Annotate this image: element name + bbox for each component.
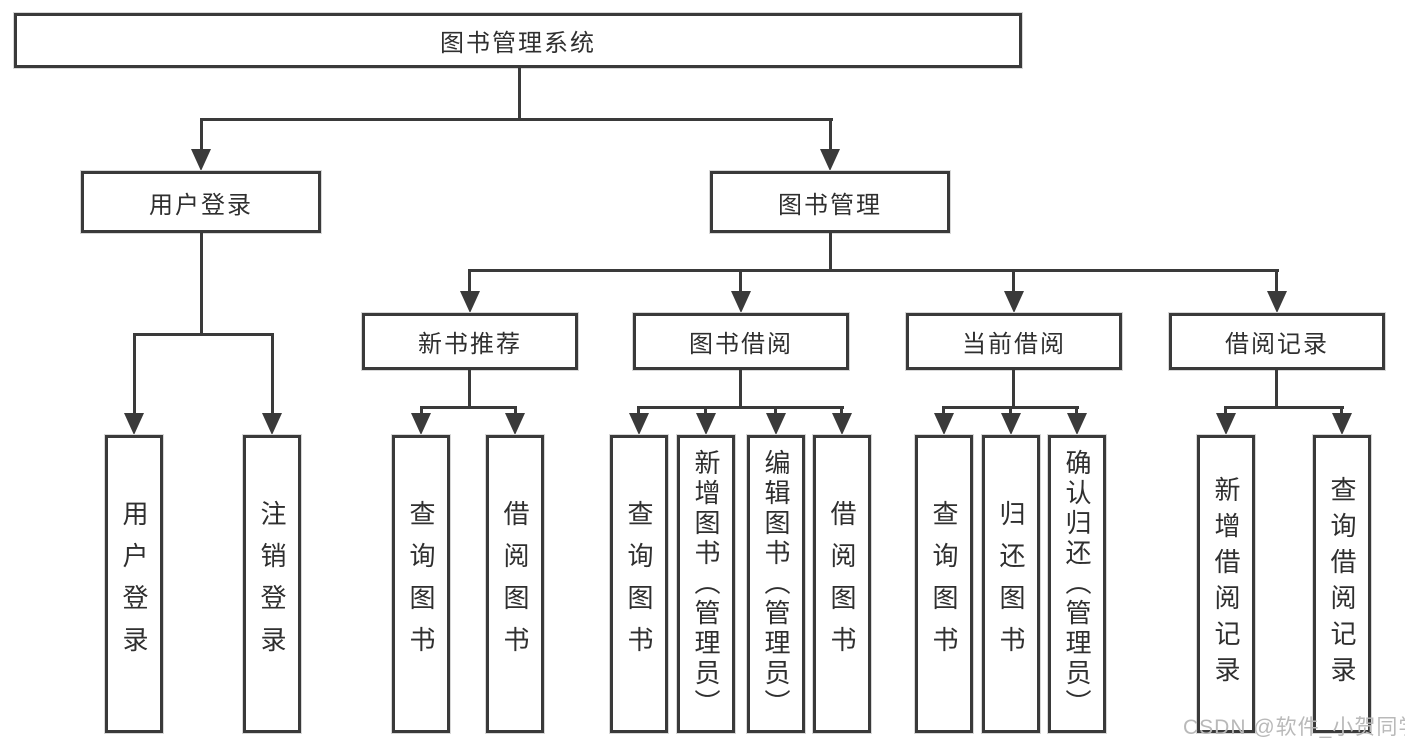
arrowhead-down-icon xyxy=(820,149,840,171)
connector-book-mgmt-stem xyxy=(829,233,832,269)
connector-arrow-stem xyxy=(840,406,843,413)
arrowhead-down-icon xyxy=(411,413,431,435)
leaf-add-book-admin: 新增图书（管理员） xyxy=(677,435,735,733)
node-borrow-records: 借阅记录 xyxy=(1169,313,1385,370)
leaf-edit-book-admin: 编辑图书（管理员） xyxy=(747,435,805,733)
arrowhead-down-icon xyxy=(1332,413,1352,435)
leaf-return-book: 归还图书 xyxy=(982,435,1040,733)
node-borrow-records-label: 借阅记录 xyxy=(1225,331,1329,358)
arrowhead-down-icon xyxy=(731,291,751,313)
leaf-query-books-current: 查询图书 xyxy=(915,435,973,733)
arrowhead-down-icon xyxy=(191,149,211,171)
connector-arrow-stem xyxy=(637,406,640,413)
connector-borrow-records-hline xyxy=(1224,406,1344,409)
connector-arrow-stem xyxy=(1012,269,1015,291)
connector-arrow-stem xyxy=(942,406,945,413)
node-book-borrow: 图书借阅 xyxy=(633,313,849,370)
arrowhead-down-icon xyxy=(1004,291,1024,313)
leaf-label: 新增借阅记录 xyxy=(1211,476,1241,692)
connector-user-login-hline xyxy=(133,333,274,336)
leaf-borrow-books-recommend: 借阅图书 xyxy=(486,435,544,733)
root-node-label: 图书管理系统 xyxy=(440,30,596,57)
leaf-confirm-return-admin: 确认归还（管理员） xyxy=(1048,435,1106,733)
leaf-label: 查询借阅记录 xyxy=(1327,476,1357,692)
node-user-login: 用户登录 xyxy=(81,171,321,233)
arrowhead-down-icon xyxy=(1216,413,1236,435)
connector-arrow-stem xyxy=(1224,406,1227,413)
leaf-label: 查询图书 xyxy=(406,500,436,668)
connector-arrow-stem xyxy=(829,118,832,149)
arrowhead-down-icon xyxy=(460,291,480,313)
leaf-borrow-book: 借阅图书 xyxy=(813,435,871,733)
connector-root-stem xyxy=(518,68,521,118)
node-new-book-recommend: 新书推荐 xyxy=(362,313,578,370)
arrowhead-down-icon xyxy=(629,413,649,435)
arrowhead-down-icon xyxy=(1267,291,1287,313)
leaf-label: 归还图书 xyxy=(996,500,1026,668)
connector-new-book-stem xyxy=(468,370,471,406)
leaf-add-borrow-record: 新增借阅记录 xyxy=(1197,435,1255,733)
arrowhead-down-icon xyxy=(766,413,786,435)
connector-arrow-stem xyxy=(133,333,136,413)
connector-arrow-stem xyxy=(1075,406,1078,413)
node-user-login-label: 用户登录 xyxy=(149,191,253,219)
leaf-user-login-label: 用户登录 xyxy=(119,500,149,668)
arrowhead-down-icon xyxy=(934,413,954,435)
connector-new-book-hline xyxy=(420,406,517,409)
connector-user-login-stem xyxy=(200,233,203,333)
connector-arrow-stem xyxy=(1340,406,1343,413)
connector-arrow-stem xyxy=(1009,406,1012,413)
leaf-label: 查询图书 xyxy=(624,500,654,668)
arrowhead-down-icon xyxy=(505,413,525,435)
leaf-label: 借阅图书 xyxy=(827,500,857,668)
connector-current-borrow-stem xyxy=(1012,370,1015,406)
node-book-management: 图书管理 xyxy=(710,171,950,233)
node-current-borrow: 当前借阅 xyxy=(906,313,1122,370)
root-node-library-system: 图书管理系统 xyxy=(14,13,1022,68)
connector-arrow-stem xyxy=(420,406,423,413)
connector-arrow-stem xyxy=(1275,269,1278,291)
leaf-label: 编辑图书（管理员） xyxy=(761,449,791,719)
connector-borrow-records-stem xyxy=(1275,370,1278,406)
connector-arrow-stem xyxy=(514,406,517,413)
node-book-management-label: 图书管理 xyxy=(778,191,882,219)
arrowhead-down-icon xyxy=(1067,413,1087,435)
connector-book-mgmt-hline xyxy=(468,269,1279,272)
arrowhead-down-icon xyxy=(696,413,716,435)
node-book-borrow-label: 图书借阅 xyxy=(689,331,793,358)
connector-arrow-stem xyxy=(704,406,707,413)
leaf-query-books-recommend: 查询图书 xyxy=(392,435,450,733)
leaf-label: 借阅图书 xyxy=(500,500,530,668)
connector-arrow-stem xyxy=(271,333,274,413)
connector-arrow-stem xyxy=(774,406,777,413)
node-new-book-recommend-label: 新书推荐 xyxy=(418,331,522,358)
leaf-label: 确认归还（管理员） xyxy=(1062,449,1092,719)
connector-root-hline xyxy=(200,118,833,121)
arrowhead-down-icon xyxy=(832,413,852,435)
node-current-borrow-label: 当前借阅 xyxy=(962,331,1066,358)
connector-arrow-stem xyxy=(468,269,471,291)
arrowhead-down-icon xyxy=(124,413,144,435)
connector-arrow-stem xyxy=(200,118,203,149)
leaf-logout: 注销登录 xyxy=(243,435,301,733)
arrowhead-down-icon xyxy=(262,413,282,435)
leaf-label: 新增图书（管理员） xyxy=(691,449,721,719)
leaf-label: 查询图书 xyxy=(929,500,959,668)
connector-book-borrow-hline xyxy=(637,406,844,409)
connector-book-borrow-stem xyxy=(739,370,742,406)
leaf-query-borrow-record: 查询借阅记录 xyxy=(1313,435,1371,733)
leaf-logout-label: 注销登录 xyxy=(257,500,287,668)
leaf-user-login: 用户登录 xyxy=(105,435,163,733)
arrowhead-down-icon xyxy=(1001,413,1021,435)
connector-arrow-stem xyxy=(739,269,742,291)
leaf-query-books-borrow: 查询图书 xyxy=(610,435,668,733)
csdn-watermark: CSDN @软件_小贺同学 xyxy=(1183,716,1405,739)
